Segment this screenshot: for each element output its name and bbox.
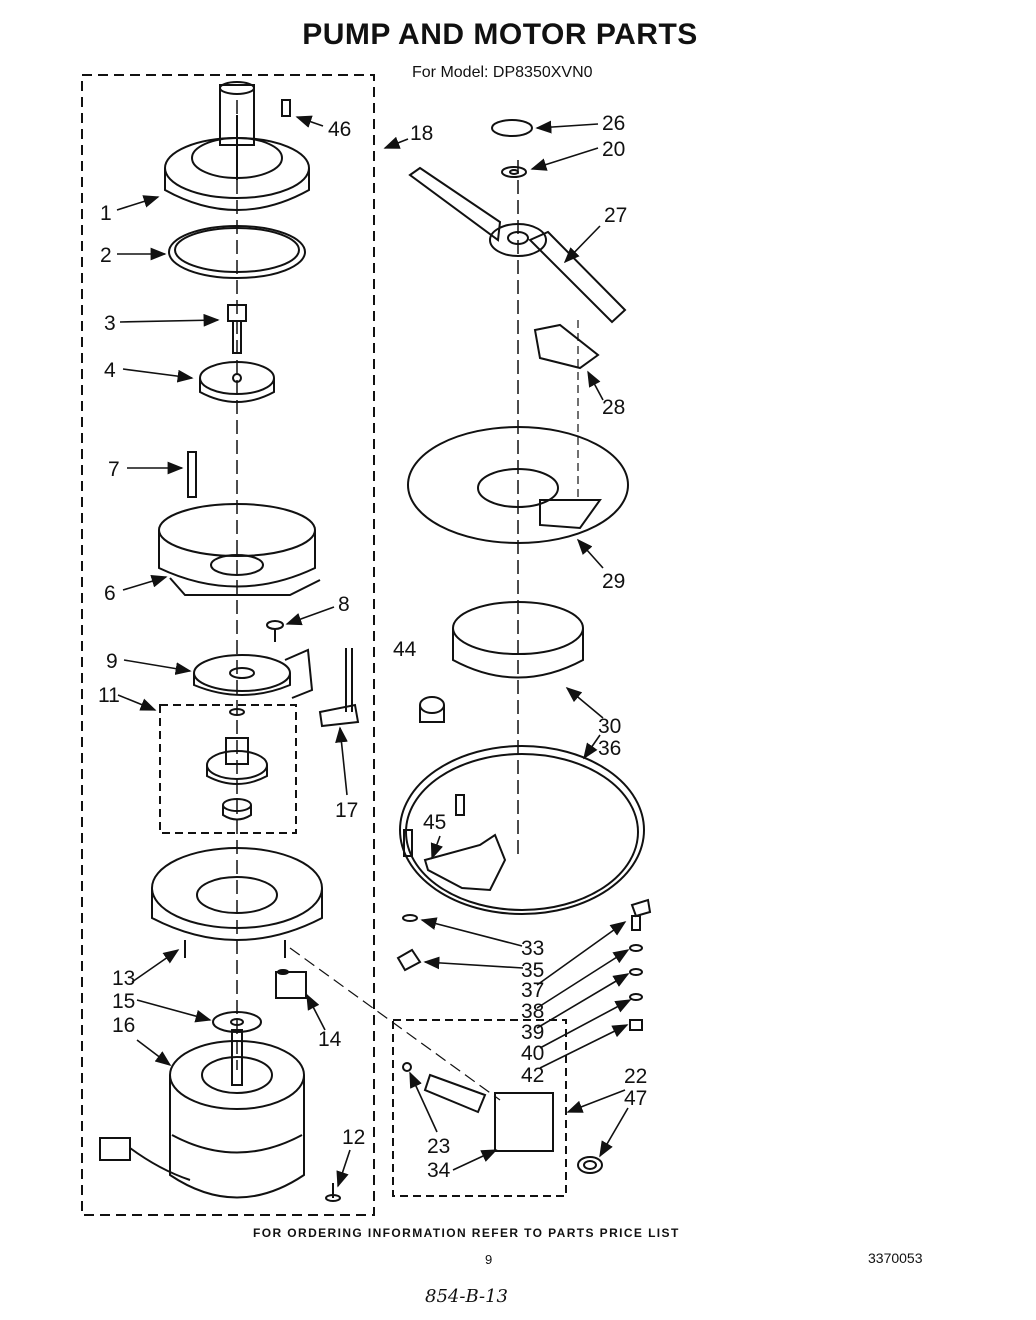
label-20: 20 [602, 138, 625, 161]
label-1: 1 [100, 202, 112, 225]
part-27-spray-arm [408, 166, 627, 324]
label-4: 4 [104, 359, 116, 382]
part-17-tube [318, 648, 360, 728]
impeller-box [159, 704, 297, 834]
label-28: 28 [602, 396, 625, 419]
label-46: 46 [328, 118, 351, 141]
part-15-washer [212, 1011, 262, 1033]
page-title: PUMP AND MOTOR PARTS [302, 18, 698, 51]
part-6-pump-base [158, 503, 321, 596]
part-13-motor-mount [151, 847, 323, 958]
part-11-impeller [206, 708, 268, 821]
part-4-disc [199, 361, 275, 403]
part-23-sensor [402, 1062, 554, 1152]
part-3-fastener [227, 304, 247, 354]
part-2-oring [168, 225, 306, 279]
label-15: 15 [112, 990, 135, 1013]
label-16: 16 [112, 1014, 135, 1037]
model-subtitle: For Model: DP8350XVN0 [412, 64, 593, 81]
part-12-screw [325, 1183, 341, 1202]
label-18: 18 [410, 122, 433, 145]
part-28-bracket [533, 323, 600, 370]
label-29: 29 [602, 570, 625, 593]
label-13: 13 [112, 967, 135, 990]
label-9: 9 [106, 650, 118, 673]
label-37: 37 [521, 979, 544, 1002]
label-27: 27 [604, 204, 627, 227]
part-8-screw [266, 620, 284, 642]
handwritten-note: 854-B-13 [425, 1286, 508, 1307]
part-33-washer [402, 914, 418, 922]
page-number: 9 [485, 1252, 493, 1267]
label-40: 40 [521, 1042, 544, 1065]
label-39: 39 [521, 1021, 544, 1044]
label-11: 11 [98, 684, 120, 707]
label-34: 34 [427, 1159, 451, 1182]
switch-kit-box [392, 1019, 567, 1197]
part-16-motor [99, 1029, 305, 1199]
part-20-washer [501, 166, 527, 178]
part-29-plate [407, 426, 629, 544]
label-12: 12 [342, 1126, 365, 1149]
document-number: 3370053 [868, 1250, 923, 1266]
part-35-clip [396, 948, 422, 972]
part-26-cap [491, 119, 533, 137]
label-6: 6 [104, 582, 116, 605]
part-9-plate [193, 648, 314, 699]
ordering-note: FOR ORDERING INFORMATION REFER TO PARTS … [253, 1226, 680, 1240]
part-1-housing [164, 81, 310, 211]
label-35: 35 [521, 959, 544, 982]
label-14: 14 [318, 1028, 342, 1051]
pump-assembly-box [81, 74, 375, 1216]
label-44: 44 [393, 638, 417, 661]
label-22: 22 [624, 1065, 647, 1088]
label-3: 3 [104, 312, 116, 335]
label-30: 30 [598, 715, 621, 738]
label-36: 36 [598, 737, 621, 760]
part-14-block [275, 969, 307, 999]
part-30-ring [452, 601, 584, 679]
label-38: 38 [521, 1000, 544, 1023]
label-45: 45 [423, 811, 446, 834]
label-17: 17 [335, 799, 358, 822]
label-42: 42 [521, 1064, 544, 1087]
label-23: 23 [427, 1135, 450, 1158]
label-33: 33 [521, 937, 544, 960]
label-2: 2 [100, 244, 112, 267]
label-47: 47 [624, 1087, 647, 1110]
label-7: 7 [108, 458, 120, 481]
label-26: 26 [602, 112, 625, 135]
hardware-stack [629, 898, 652, 1031]
part-44-fitting [419, 696, 445, 723]
part-45-bracket [403, 794, 507, 892]
part-7-pin [187, 451, 197, 498]
part-46-clip [281, 99, 291, 117]
part-36-gasket [399, 745, 645, 915]
part-47-clamp [577, 1156, 603, 1174]
label-8: 8 [338, 593, 350, 616]
